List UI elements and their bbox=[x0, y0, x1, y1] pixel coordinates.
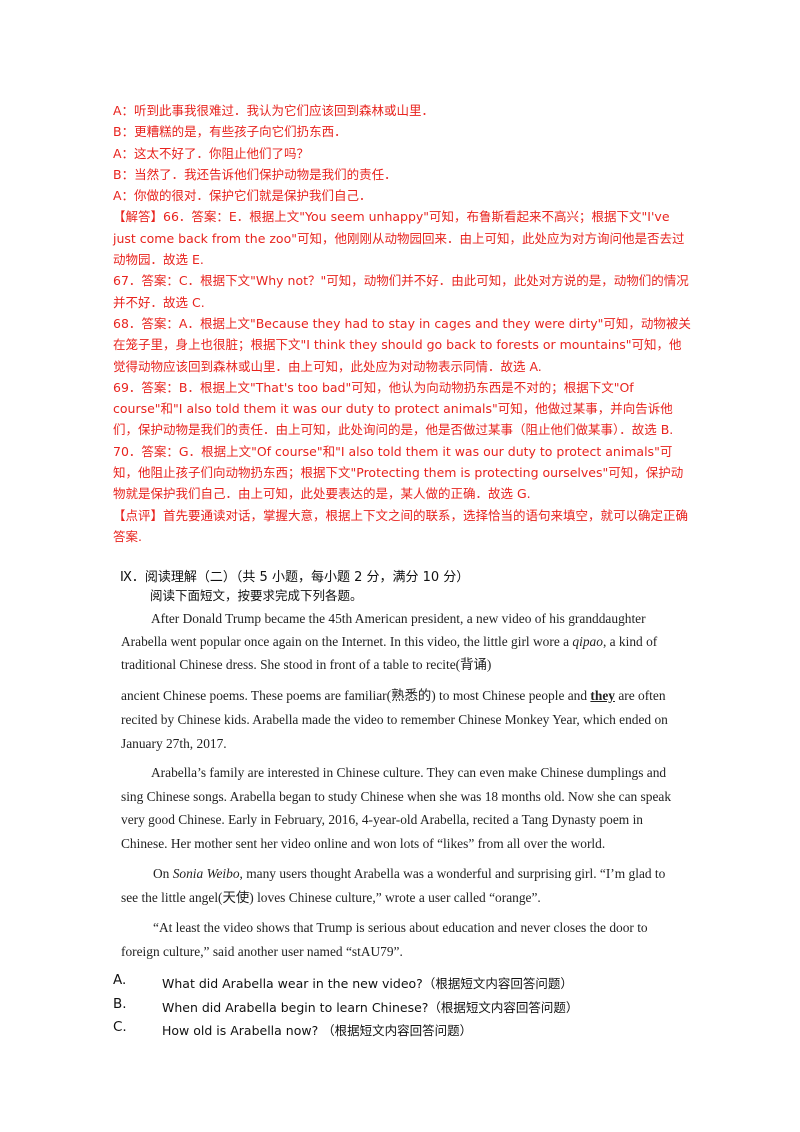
question-text: What did Arabella wear in the new video?… bbox=[162, 976, 573, 991]
analysis-paragraph: 67．答案：C．根据下文"Why not？"可知，动物们并不好．由此可知，此处对… bbox=[113, 273, 689, 310]
passage-line: Arabella’s family are interested in Chin… bbox=[151, 765, 667, 780]
translation-line: A：这太不好了．你阻止他们了吗？ bbox=[113, 145, 310, 161]
question-label: A. bbox=[113, 972, 127, 988]
analysis-paragraph: 68．答案：A．根据上文"Because they had to stay in… bbox=[113, 315, 691, 374]
passage-line: very good Chinese. Early in February, 20… bbox=[121, 812, 643, 827]
passage-line: On Sonia Weibo, many users thought Arabe… bbox=[153, 866, 666, 881]
analysis-paragraph: 【解答】66．答案：E．根据上文"You seem unhappy"可知，布鲁斯… bbox=[113, 209, 685, 268]
passage-line: ancient Chinese poems. These poems are f… bbox=[121, 688, 666, 703]
analysis-paragraph: 69．答案：B．根据上文"That's too bad"可知，他认为向动物扔东西… bbox=[113, 379, 674, 438]
passage-paragraph-2: ancient Chinese poems. These poems are f… bbox=[121, 684, 681, 756]
question-text: How old is Arabella now? （根据短文内容回答问题） bbox=[162, 1023, 473, 1038]
underlined-word: they bbox=[590, 688, 615, 703]
passage-line: Arabella went popular once again on the … bbox=[121, 634, 658, 649]
passage-line: Chinese. Her mother sent her video onlin… bbox=[121, 835, 606, 851]
question-label: B. bbox=[113, 996, 127, 1012]
passage-line: sing Chinese songs. Arabella began to st… bbox=[121, 788, 672, 804]
question-text: When did Arabella begin to learn Chinese… bbox=[162, 1000, 579, 1015]
passage-paragraph-1: After Donald Trump became the 45th Ameri… bbox=[121, 607, 681, 676]
comment-paragraph: 【点评】首先要通读对话，掌握大意，根据上下文之间的联系，选择恰当的语句来填空，就… bbox=[113, 507, 689, 544]
answer-translation-block: A：听到此事我很难过．我认为它们应该回到森林或山里． B：更糟糕的是，有些孩子向… bbox=[113, 100, 693, 547]
translation-line: A：你做的很对．保护它们就是保护我们自己． bbox=[113, 188, 372, 204]
translation-line: B：当然了．我还告诉他们保护动物是我们的责任． bbox=[113, 166, 397, 182]
qipao-term: qipao bbox=[572, 634, 603, 649]
passage-paragraph-3: Arabella’s family are interested in Chin… bbox=[121, 761, 681, 855]
passage-paragraph-4: On Sonia Weibo, many users thought Arabe… bbox=[121, 862, 681, 910]
passage-line: “At least the video shows that Trump is … bbox=[153, 920, 648, 935]
passage-paragraph-5: “At least the video shows that Trump is … bbox=[121, 916, 681, 964]
passage-line: After Donald Trump became the 45th Ameri… bbox=[151, 611, 646, 626]
translation-line: B：更糟糕的是，有些孩子向它们扔东西． bbox=[113, 124, 347, 140]
passage-line: recited by Chinese kids. Arabella made t… bbox=[121, 712, 668, 727]
passage-line: foreign culture,” said another user name… bbox=[121, 944, 403, 959]
section-instruction: 阅读下面短文，按要求完成下列各题。 bbox=[150, 588, 363, 603]
passage-line: traditional Chinese dress. She stood in … bbox=[121, 657, 492, 672]
passage-line: see the little angel(天使) loves Chinese c… bbox=[121, 890, 541, 905]
passage-line: January 27th, 2017. bbox=[121, 736, 227, 751]
sonia-weibo-term: Sonia Weibo bbox=[172, 866, 240, 881]
section-title: Ⅸ．阅读理解（二）（共 5 小题，每小题 2 分，满分 10 分） bbox=[120, 570, 470, 585]
question-label: C. bbox=[113, 1019, 127, 1035]
analysis-paragraph: 70．答案：G．根据上文"Of course"和"I also told the… bbox=[113, 443, 684, 502]
translation-line: A：听到此事我很难过．我认为它们应该回到森林或山里． bbox=[113, 103, 435, 118]
